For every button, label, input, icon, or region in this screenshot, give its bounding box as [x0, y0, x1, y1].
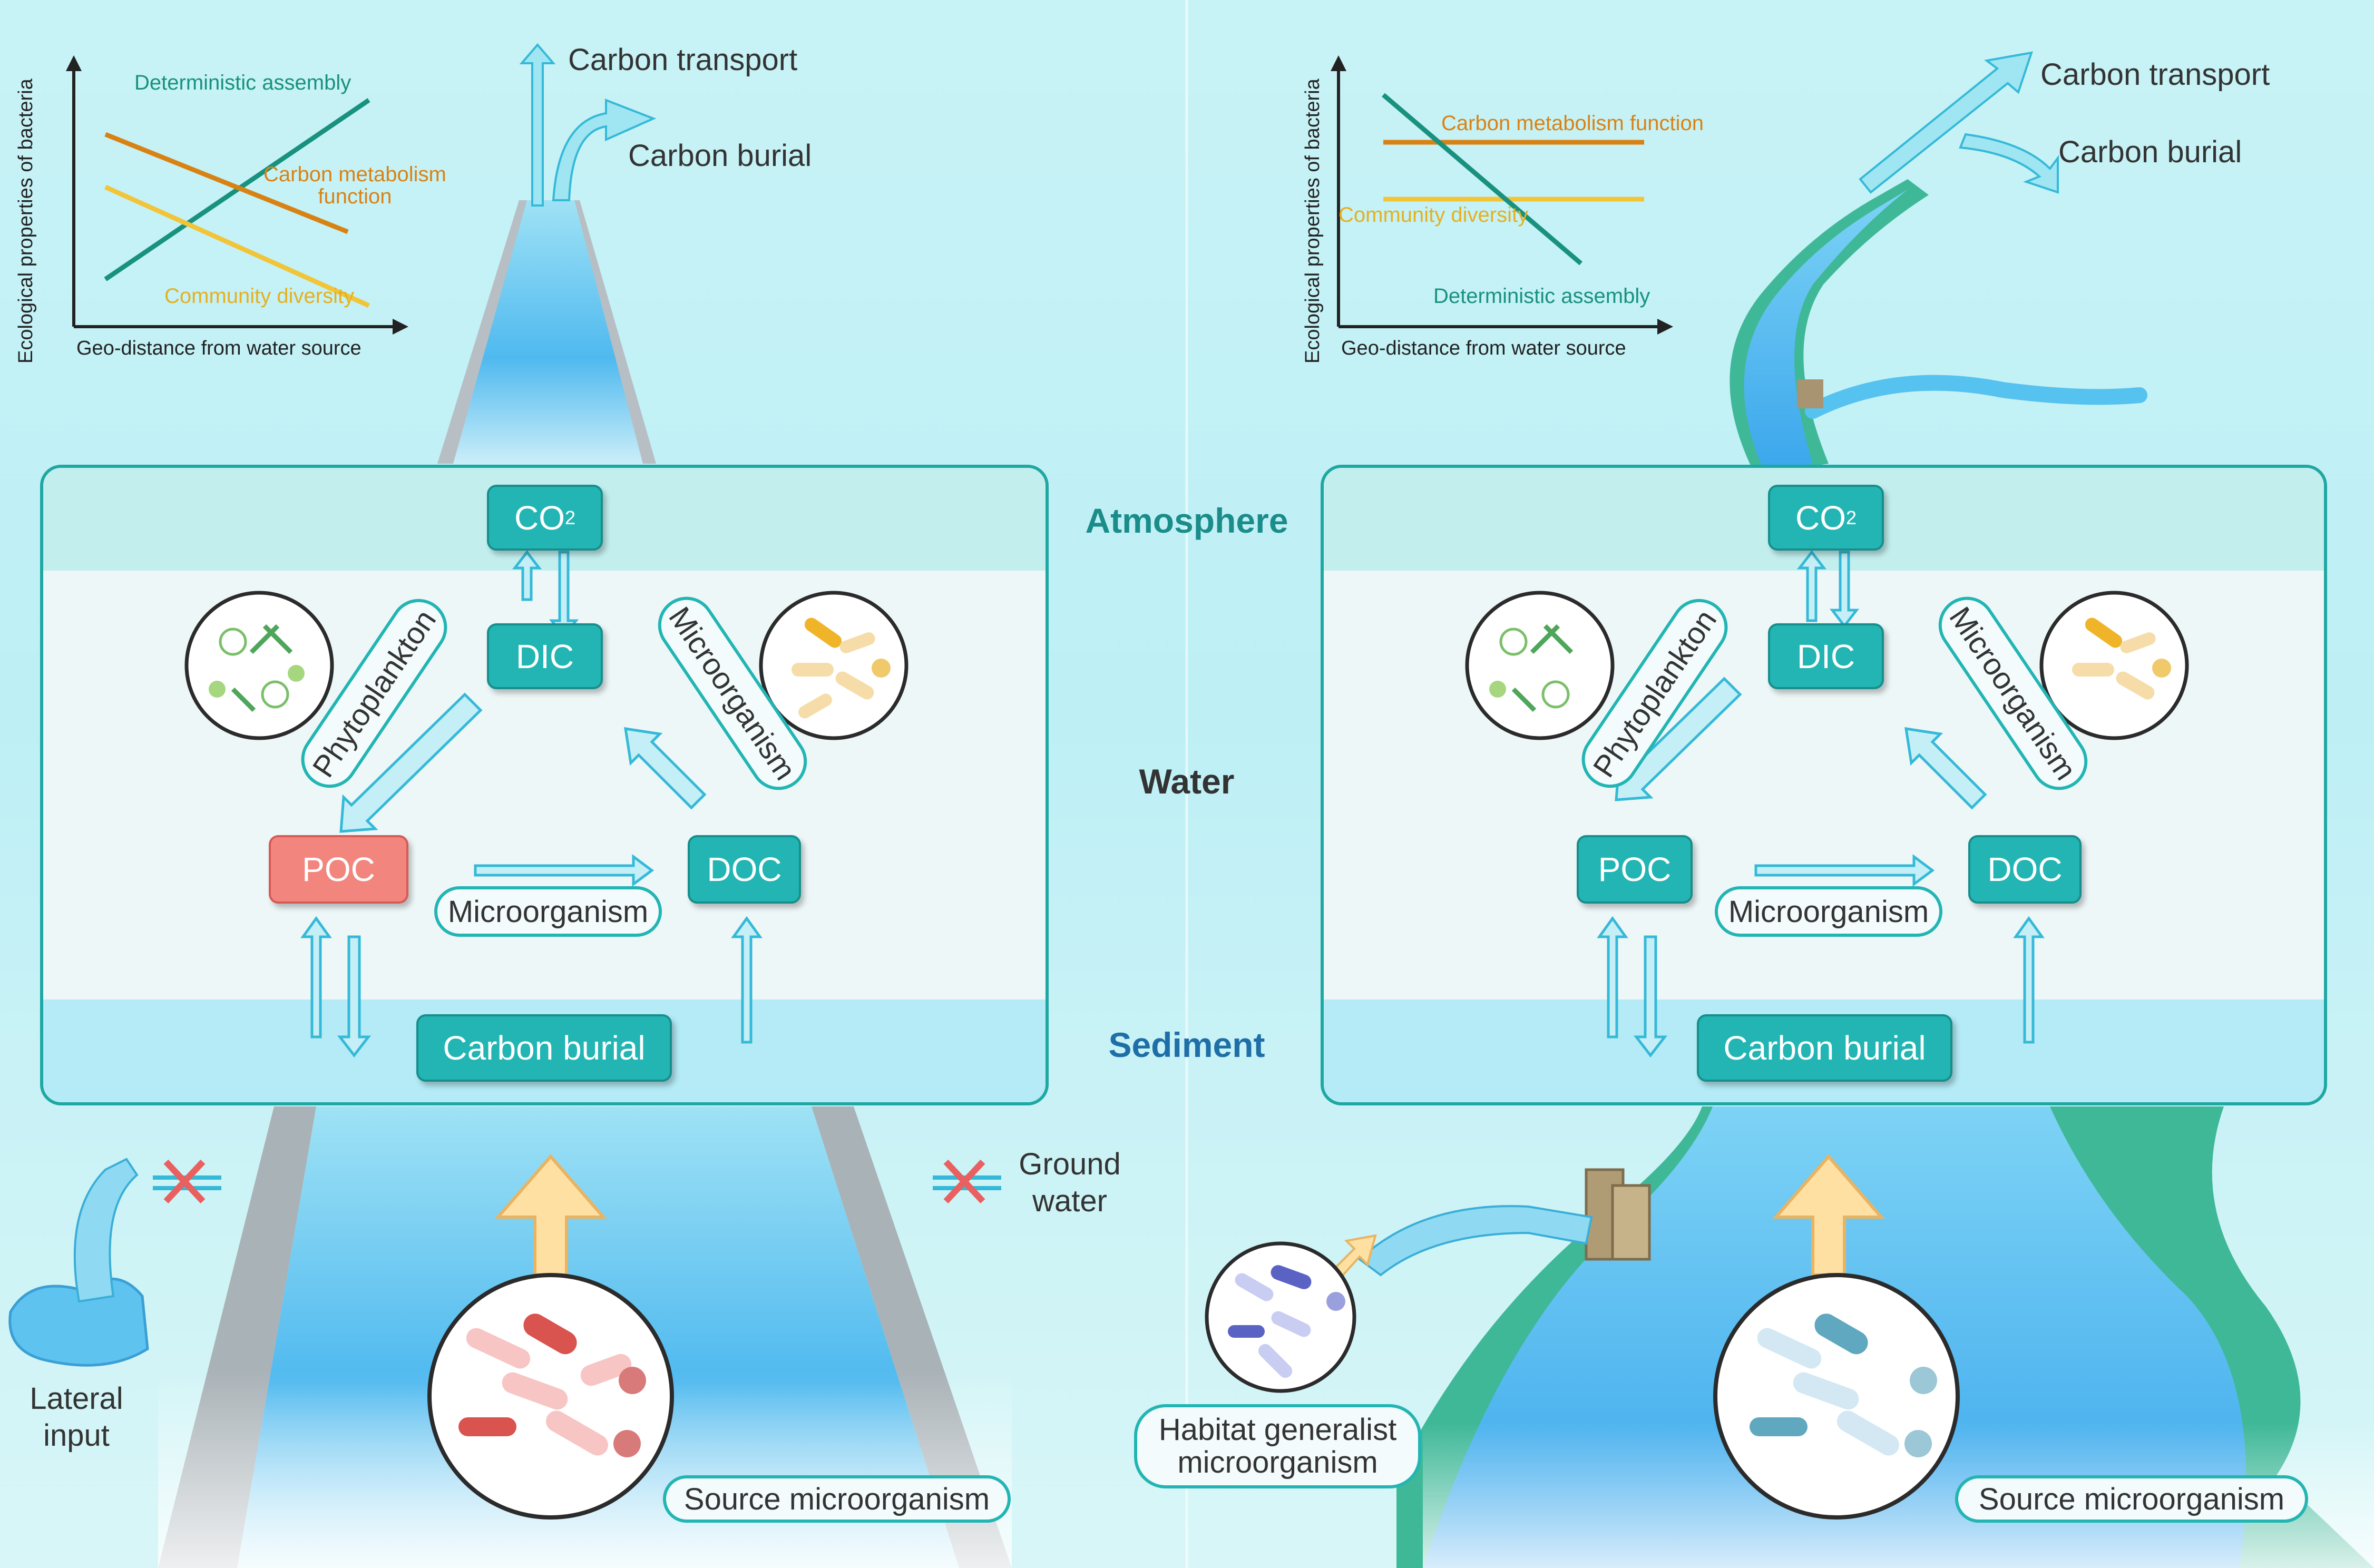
left-graph-ylabel: Ecological properties of bacteria [15, 79, 37, 364]
right-transport-label: Carbon transport [2040, 57, 2270, 92]
left-source-microorganism-pill: Source microorganism [663, 1475, 1011, 1523]
left-bacteria-icon [759, 591, 908, 740]
left-carbon-cycle-box [40, 465, 1049, 1105]
habitat-generalist-pill: Habitat generalist microorganism [1134, 1404, 1421, 1488]
right-carbon-cycle-box [1321, 465, 2327, 1105]
series-metabolism-line [104, 132, 349, 234]
generalist-microbes-icon [1205, 1241, 1356, 1393]
right-bacteria-icon [2039, 591, 2189, 740]
left-transport-label: Carbon transport [568, 43, 798, 77]
left-doc-node: DOC [688, 835, 801, 904]
left-flow-arrows [184, 550, 908, 1058]
right-series-deterministic: Deterministic assembly [1433, 285, 1650, 308]
left-series-diversity: Community diversity [164, 285, 355, 308]
right-graph-ylabel: Ecological properties of bacteria [1302, 79, 1324, 364]
right-phytoplankton-icon [1465, 591, 1615, 740]
ground-water-label: Ground water [1019, 1147, 1121, 1218]
left-burial-label: Carbon burial [628, 139, 812, 173]
left-dic-node: DIC [487, 623, 603, 689]
right-dic-node: DIC [1768, 623, 1884, 689]
right-burial-node: Carbon burial [1697, 1014, 1952, 1082]
layer-atmosphere-label: Atmosphere [1085, 501, 1288, 540]
right-burial-label: Carbon burial [2058, 135, 2242, 169]
series-diversity-line [104, 184, 370, 308]
left-burial-node: Carbon burial [416, 1014, 672, 1082]
right-source-microorganism-pill: Source microorganism [1955, 1475, 2308, 1523]
right-doc-node: DOC [1968, 835, 2082, 904]
left-phytoplankton-icon [184, 591, 334, 740]
left-trend-graph [66, 55, 408, 335]
series-deterministic-line [1382, 93, 1582, 266]
right-microorganism-pill: Microorganism [1715, 886, 1942, 937]
right-graph-xlabel: Geo-distance from water source [1341, 337, 1626, 359]
source-microbes-right-icon [1713, 1273, 1960, 1520]
right-poc-node: POC [1577, 835, 1693, 904]
source-microbes-left-icon [427, 1273, 674, 1520]
left-graph-xlabel: Geo-distance from water source [76, 337, 362, 359]
left-series-deterministic: Deterministic assembly [134, 71, 351, 94]
right-flow-arrows [1465, 550, 2189, 1058]
lateral-input-label: Lateral input [30, 1381, 123, 1453]
right-series-metabolism: Carbon metabolism function [1441, 112, 1704, 135]
left-microorganism-pill: Microorganism [434, 886, 662, 937]
left-poc-node: POC [269, 835, 408, 904]
left-series-metabolism: Carbon metabolism function [263, 163, 446, 208]
layer-water-label: Water [1139, 762, 1235, 801]
layer-sediment-label: Sediment [1108, 1025, 1265, 1064]
right-series-diversity: Community diversity [1339, 203, 1529, 227]
right-trend-graph [1331, 55, 1673, 335]
